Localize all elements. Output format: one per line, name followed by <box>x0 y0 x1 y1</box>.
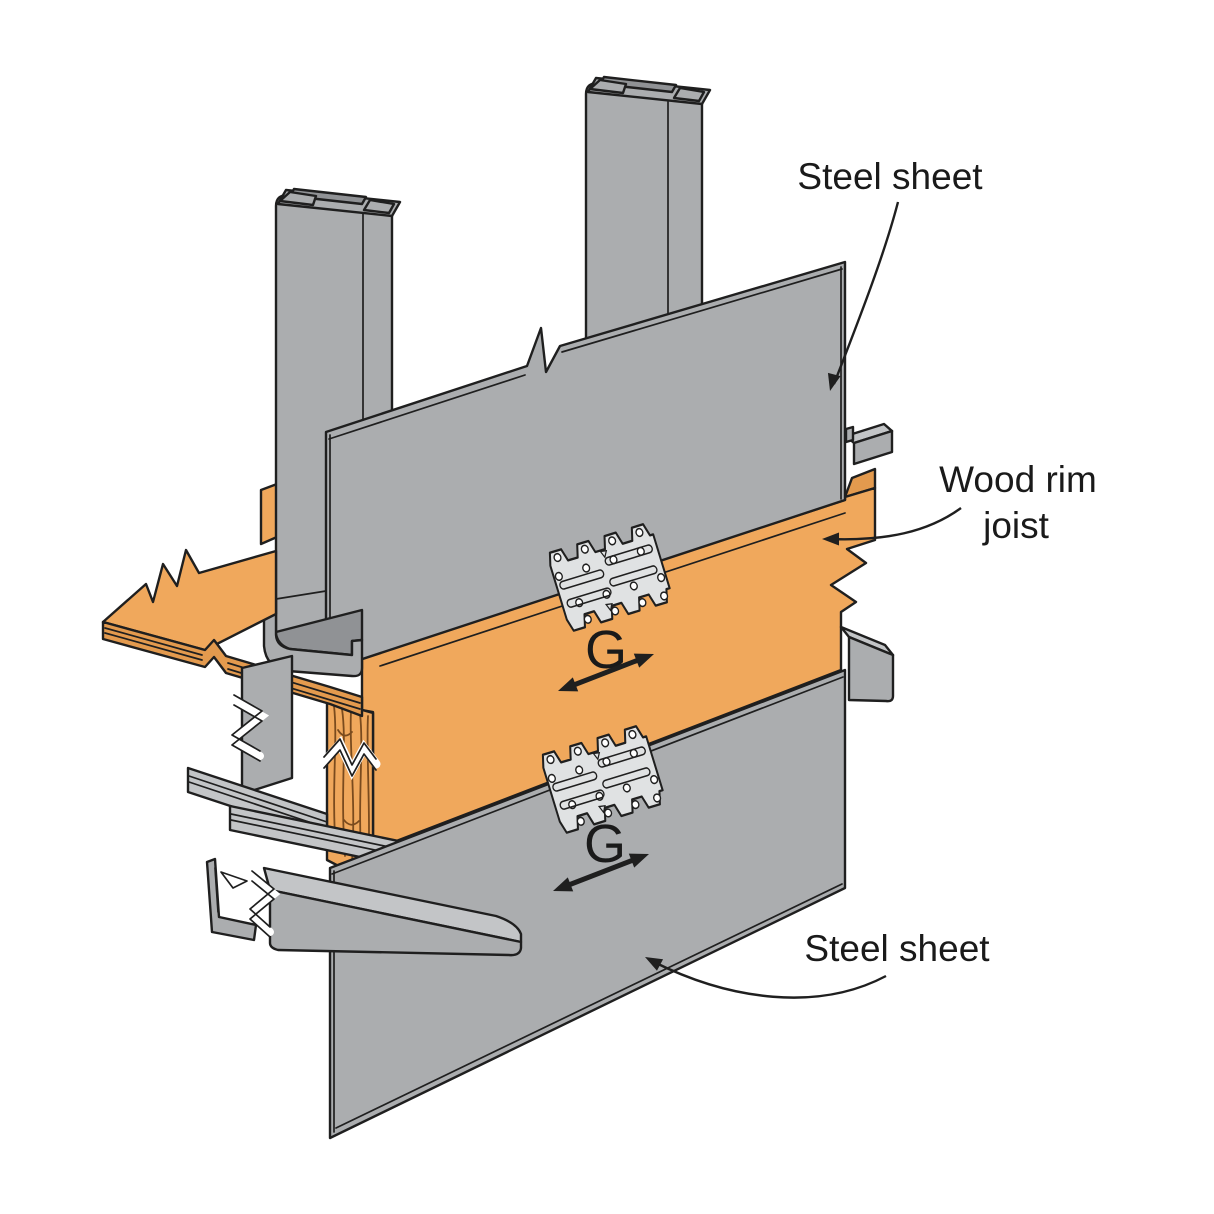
plywood-floor-sheathing <box>101 548 364 718</box>
shear-top: G <box>558 620 654 692</box>
lower-track-front-face <box>268 888 523 957</box>
top-track-lower-wall <box>205 857 523 957</box>
web-face <box>240 654 294 796</box>
leader-line <box>653 960 887 999</box>
lower-track-top-face <box>262 866 523 944</box>
lower-track-right-stub <box>839 625 895 703</box>
upper-track-stub-lip <box>844 425 855 444</box>
lower-sheet-face <box>328 668 847 1140</box>
stud-right-lip-left <box>588 78 628 95</box>
leader-line <box>832 201 900 385</box>
label-wood-rim-line1: Wood rim <box>939 459 1097 500</box>
upper-track-stub-front <box>852 429 894 466</box>
annotation-steel-sheet-bottom: Steel sheet <box>645 928 990 999</box>
shear-double-arrow-icon <box>553 853 649 892</box>
leader-arrowhead-icon <box>827 372 841 391</box>
upper-sheet-face <box>324 260 847 673</box>
upper-track-right-stub <box>844 422 894 466</box>
stud-left-lip-left <box>278 190 318 207</box>
joist-web-broken <box>224 654 294 796</box>
break-symbol-icon <box>319 735 381 781</box>
lower-track-end-section <box>205 857 258 942</box>
plywood-top-face <box>101 548 278 652</box>
label-steel-sheet-top: Steel sheet <box>797 156 983 197</box>
plywood-tab <box>259 482 279 546</box>
steel-stud-right <box>294 75 712 354</box>
annotation-wood-rim-joist: Wood rim joist <box>822 459 1097 546</box>
leader-arrowhead-icon <box>645 957 664 971</box>
lower-steel-sheet <box>328 668 847 1140</box>
stub-front-face <box>847 635 895 703</box>
upper-steel-sheet <box>324 260 847 673</box>
stud-left-lip-right <box>362 198 396 215</box>
stud-right-lip-right <box>672 86 706 103</box>
shear-bottom: G <box>553 814 649 892</box>
annotation-steel-sheet-top: Steel sheet <box>797 156 983 391</box>
leader-arrowhead-icon <box>822 532 839 546</box>
shear-double-arrow-icon <box>558 653 654 692</box>
leader-line <box>829 507 962 541</box>
label-wood-rim-line2: joist <box>982 505 1050 546</box>
label-steel-sheet-bottom: Steel sheet <box>804 928 990 969</box>
